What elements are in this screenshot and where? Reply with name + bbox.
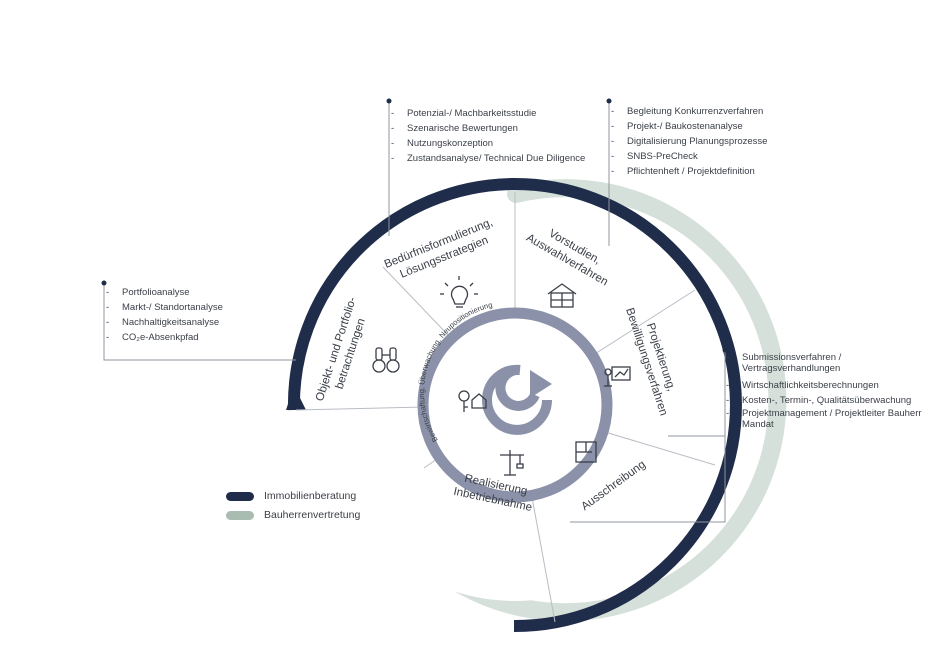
immobilienberatung-arrow-tip xyxy=(286,386,306,410)
list-item: Kosten-, Termin-, Qualitätsüberwachung xyxy=(724,393,924,408)
bauherrenvertretung-arc xyxy=(397,179,787,622)
list-item: Markt-/ Standortanalyse xyxy=(104,300,223,315)
list-item: Submissionsverfahren / Vertragsverhandlu… xyxy=(724,352,924,374)
list-item: Nachhaltigkeitsanalyse xyxy=(104,315,223,330)
konkurrenz-list: Begleitung Konkurrenzverfahren Projekt-/… xyxy=(609,104,767,179)
lightbulb-icon xyxy=(440,276,478,308)
list-item: Projekt-/ Baukostenanalyse xyxy=(609,119,767,134)
floorplan-icon xyxy=(575,441,597,463)
spiral-arrow-head xyxy=(530,370,552,398)
spiral-arrow-icon xyxy=(482,364,552,435)
list-item: Digitalisierung Planungsprozesse xyxy=(609,134,767,149)
list-item: Nutzungskonzeption xyxy=(389,136,585,151)
legend-label: Immobilienberatung xyxy=(264,490,357,502)
legend-swatch xyxy=(226,510,254,520)
list-item: Portfolioanalyse xyxy=(104,285,223,300)
list-item: Szenarische Bewertungen xyxy=(389,121,585,136)
list-item: Pflichtenheft / Projektdefinition xyxy=(609,164,767,179)
portfolio-list: Portfolioanalyse Markt-/ Standortanalyse… xyxy=(104,285,223,345)
legend-label: Bauherrenvertretung xyxy=(264,509,361,521)
list-item: Projektmanagement / Projektleiter Bauher… xyxy=(724,408,924,430)
list-item: Potenzial-/ Machbarkeitsstudie xyxy=(389,106,585,121)
presentation-icon xyxy=(604,366,631,387)
building-icon xyxy=(547,283,577,308)
potenzial-list: Potenzial-/ Machbarkeitsstudie Szenarisc… xyxy=(389,106,585,166)
legend-immobilienberatung: Immobilienberatung xyxy=(226,490,356,502)
crane-icon xyxy=(500,450,524,476)
legend-bauherrenvertretung: Bauherrenvertretung xyxy=(226,509,360,521)
list-item: Zustandsanalyse/ Technical Due Diligence xyxy=(389,151,585,166)
list-item: SNBS-PreCheck xyxy=(609,149,767,164)
immobilienberatung-ring xyxy=(287,178,742,633)
list-item: Wirtschaftlichkeitsberechnungen xyxy=(724,378,924,393)
binoculars-icon xyxy=(372,347,400,373)
legend-swatch xyxy=(226,491,254,501)
key-house-icon xyxy=(458,390,487,412)
submission-list: Submissionsverfahren / Vertragsverhandlu… xyxy=(724,352,924,434)
list-item: CO₂e-Absenkpfad xyxy=(104,330,223,345)
list-item: Begleitung Konkurrenzverfahren xyxy=(609,104,767,119)
